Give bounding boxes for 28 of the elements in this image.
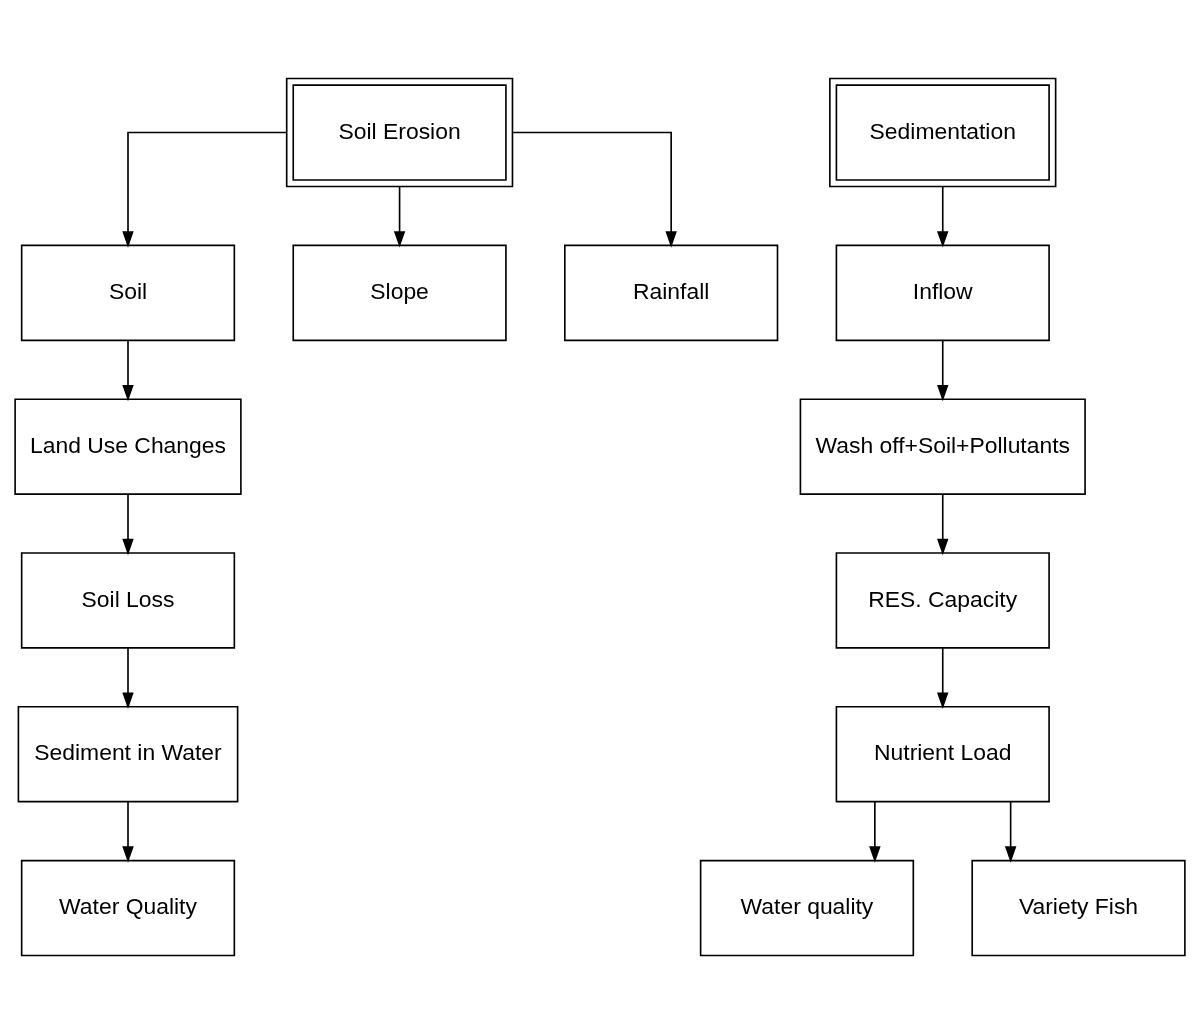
arrow — [937, 493, 949, 556]
node-box: Land Use Changes — [14, 398, 242, 495]
arrow — [937, 647, 949, 709]
arrow — [1004, 801, 1017, 863]
arrow — [937, 339, 949, 402]
node-box: Variety Fish — [971, 859, 1186, 957]
arrow — [512, 131, 677, 248]
arrow — [122, 493, 134, 556]
arrow — [937, 186, 949, 248]
node-box: Wash off+Soil+Pollutants — [799, 398, 1086, 495]
arrow — [122, 801, 134, 863]
node-box: Inflow — [835, 244, 1050, 342]
node-box: Rainfall — [564, 244, 779, 342]
node-box: Soil Loss — [20, 552, 236, 649]
arrow — [122, 647, 134, 709]
node-box: Sediment in Water — [17, 705, 239, 803]
arrow — [122, 339, 134, 402]
node-box: Nutrient Load — [835, 705, 1050, 803]
node-box: Sedimentation — [829, 77, 1057, 188]
arrow — [122, 131, 287, 248]
node-box: Slope — [292, 244, 507, 342]
node-box: Soil — [20, 244, 236, 342]
node-box: Water Quality — [20, 859, 236, 957]
arrow — [869, 801, 881, 863]
node-box: Water quality — [699, 859, 915, 957]
arrow — [393, 186, 406, 248]
node-box: Soil Erosion — [285, 77, 514, 188]
node-box: RES. Capacity — [835, 552, 1050, 649]
